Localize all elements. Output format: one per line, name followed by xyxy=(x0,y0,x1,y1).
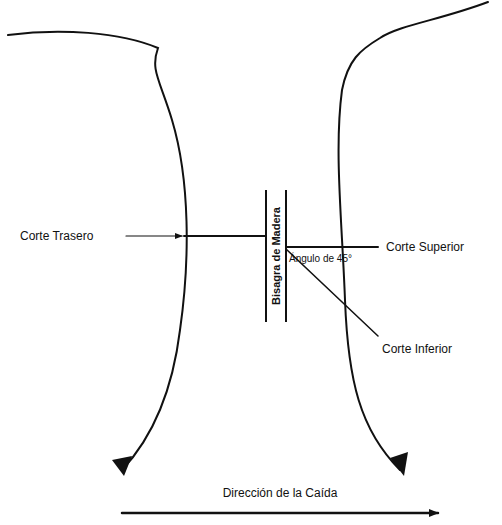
fall-direction-label: Dirección de la Caída xyxy=(223,486,338,500)
angle-label: Ángulo de 45° xyxy=(289,252,352,266)
hinge-label: Bisagra de Madera xyxy=(270,207,282,305)
corte-inferior-label: Corte Inferior xyxy=(382,342,452,356)
corte-trasero-label: Corte Trasero xyxy=(20,229,93,243)
wood-hinge: Bisagra de Madera xyxy=(265,190,287,322)
corte-superior-label: Corte Superior xyxy=(386,240,464,254)
